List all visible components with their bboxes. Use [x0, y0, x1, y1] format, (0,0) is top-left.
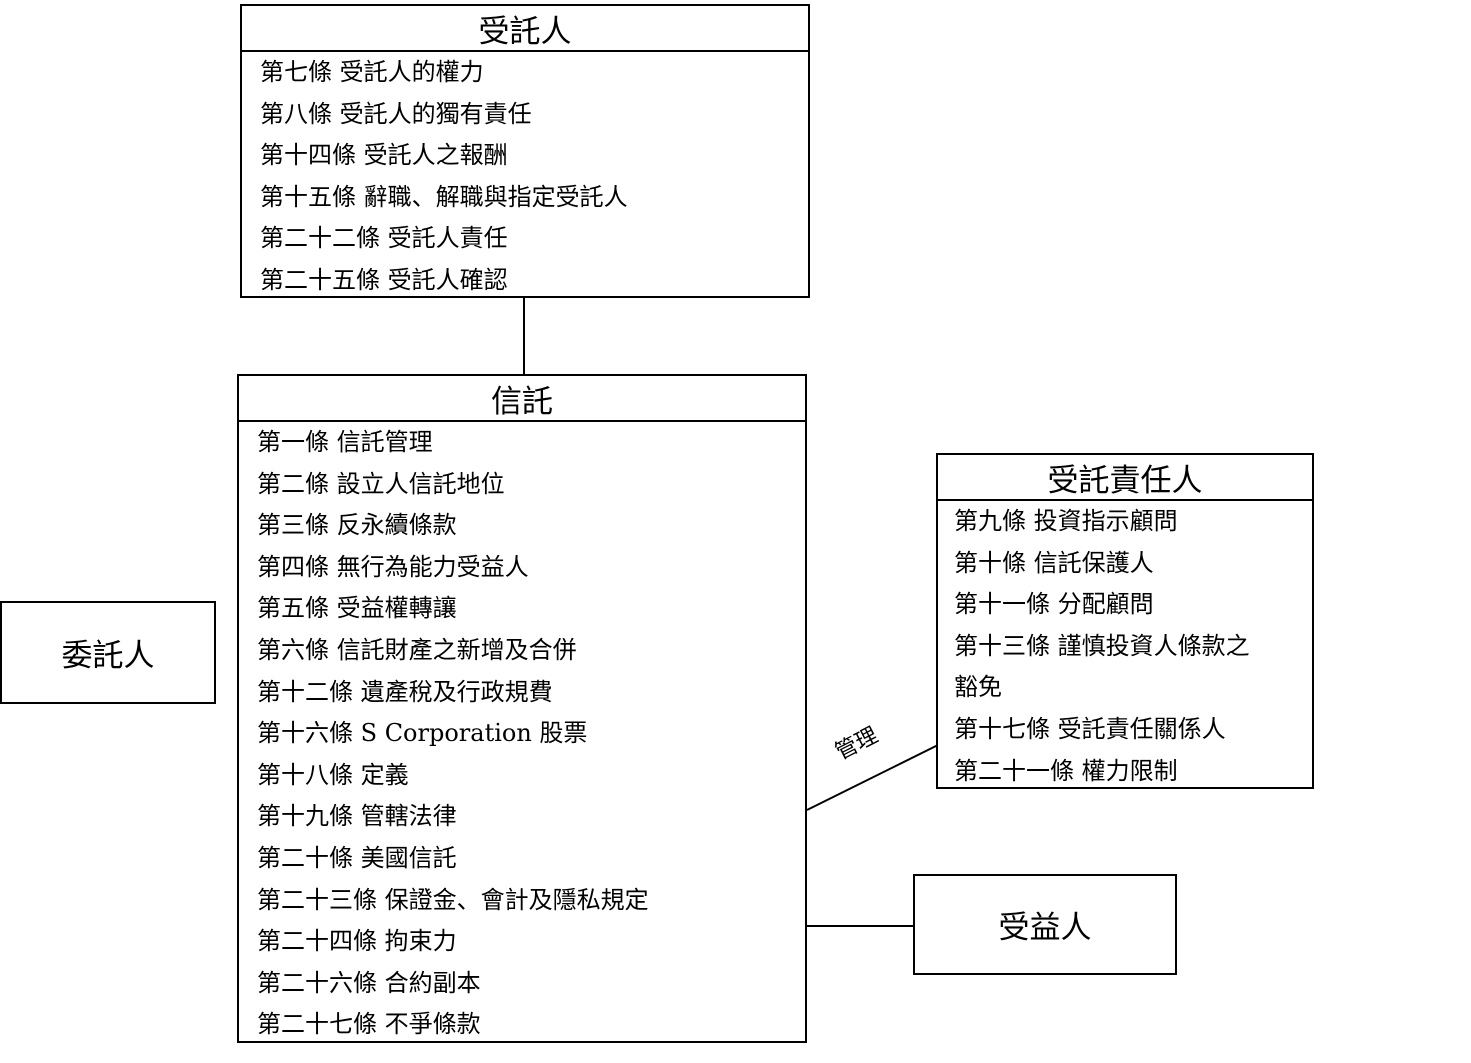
trust-item: 第五條 受益權轉讓: [257, 594, 457, 623]
trust-item: 第十九條 管轄法律: [257, 802, 457, 831]
trustee-item: 第十五條 辭職、解職與指定受託人: [260, 182, 628, 211]
fiduciary-item: 第十一條 分配顧問: [954, 590, 1154, 619]
beneficiary-box: 受益人: [913, 874, 1177, 975]
trust-item-list: 第一條 信託管理 第二條 設立人信託地位 第三條 反永續條款 第四條 無行為能力…: [239, 422, 805, 1046]
trustee-title: 受託人: [242, 6, 808, 52]
edge-trust-fiduciary: [806, 744, 939, 811]
trust-item: 第一條 信託管理: [257, 428, 433, 456]
trust-item: 第二十四條 拘束力: [257, 927, 457, 956]
trustee-item: 第十四條 受託人之報酬: [260, 141, 508, 170]
edge-label-manage: 管理: [831, 723, 883, 766]
trust-item: 第二十三條 保證金、會計及隱私規定: [257, 885, 649, 914]
trustee-item: 第二十二條 受託人責任: [260, 224, 508, 253]
beneficiary-label: 受益人: [998, 910, 1092, 946]
trust-item: 第十六條 S Corporation 股票: [257, 719, 588, 748]
trustee-item-list: 第七條 受託人的權力 第八條 受託人的獨有責任 第十四條 受託人之報酬 第十五條…: [242, 52, 808, 302]
fiduciary-item-continuation: 豁免: [954, 673, 1002, 702]
fiduciary-item: 第二十一條 權力限制: [954, 756, 1178, 785]
trust-item: 第二十條 美國信託: [257, 843, 457, 872]
fiduciary-item-list: 第九條 投資指示顧問 第十條 信託保護人 第十一條 分配顧問 第十三條 謹慎投資…: [938, 501, 1312, 792]
trust-item: 第二十七條 不爭條款: [257, 1010, 481, 1039]
trust-item: 第六條 信託財產之新增及合併: [257, 635, 577, 664]
trustee-item: 第八條 受託人的獨有責任: [260, 99, 532, 128]
fiduciary-item: 第十七條 受託責任關係人: [954, 714, 1226, 743]
fiduciary-item: 第九條 投資指示顧問: [954, 507, 1178, 535]
trust-item: 第二條 設立人信託地位: [257, 469, 505, 498]
fiduciary-box: 受託責任人 第九條 投資指示顧問 第十條 信託保護人 第十一條 分配顧問 第十三…: [936, 453, 1314, 789]
settlor-box: 委託人: [0, 601, 216, 704]
fiduciary-item: 第十條 信託保護人: [954, 548, 1154, 577]
fiduciary-title: 受託責任人: [938, 455, 1312, 501]
trustee-box: 受託人 第七條 受託人的權力 第八條 受託人的獨有責任 第十四條 受託人之報酬 …: [240, 4, 810, 298]
trust-item: 第十二條 遺產稅及行政規費: [257, 677, 553, 706]
trustee-item: 第二十五條 受託人確認: [260, 265, 508, 294]
trust-title: 信託: [239, 376, 805, 422]
settlor-label: 委託人: [61, 638, 155, 674]
trust-item: 第四條 無行為能力受益人: [257, 552, 529, 581]
trust-item: 第二十六條 合約副本: [257, 968, 481, 997]
trustee-item: 第七條 受託人的權力: [260, 58, 484, 86]
trust-box: 信託 第一條 信託管理 第二條 設立人信託地位 第三條 反永續條款 第四條 無行…: [237, 374, 807, 1043]
fiduciary-item: 第十三條 謹慎投資人條款之: [954, 631, 1250, 660]
trust-item: 第三條 反永續條款: [257, 511, 457, 540]
trust-item: 第十八條 定義: [257, 760, 409, 789]
